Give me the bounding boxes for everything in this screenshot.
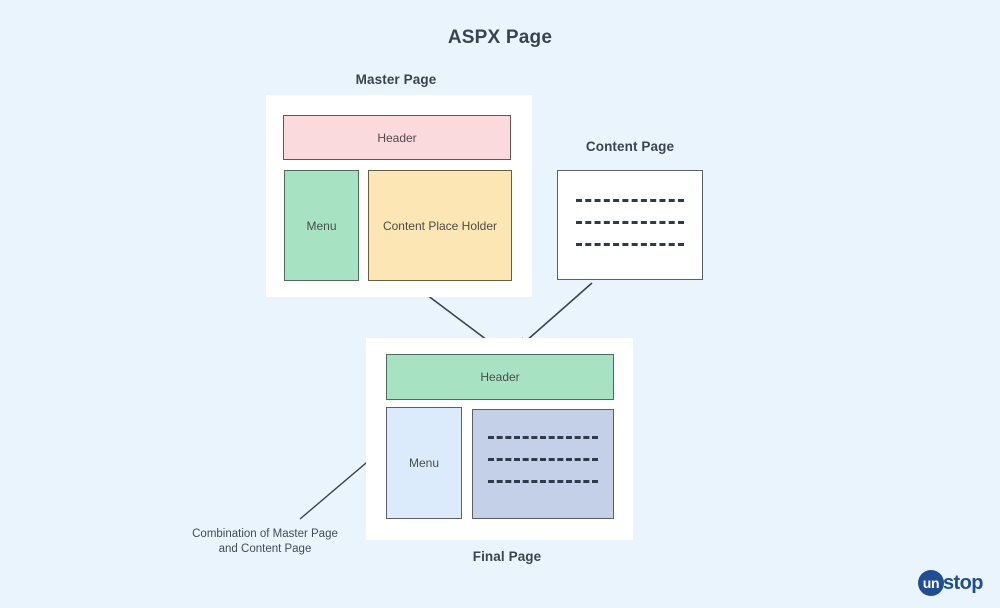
unstop-logo-mark: un [918,570,944,596]
final-page-label: Final Page [472,549,542,564]
final-page-text-line [488,436,598,439]
combination-caption: Combination of Master Page and Content P… [165,527,365,557]
content-page-label: Content Page [585,139,675,154]
master-page-header-box[interactable]: Header [283,115,511,160]
master-page-menu-box[interactable]: Menu [284,170,359,281]
final-page-text-lines [473,436,613,502]
final-page-header-label: Header [480,370,520,384]
content-page-text-lines [558,199,702,265]
content-page-text-line [576,243,684,246]
final-page-text-line [488,458,598,461]
final-page-menu-label: Menu [408,456,440,470]
final-page-header-box[interactable]: Header [386,354,614,400]
master-page-label: Master Page [355,72,437,87]
final-page-content-box[interactable] [472,409,614,519]
content-page-box[interactable] [557,170,703,280]
content-page-text-line [576,199,684,202]
content-page-text-line [576,221,684,224]
combination-caption-line-1: Combination of Master Page [192,528,338,540]
page-title: ASPX Page [447,27,553,48]
unstop-logo: un stop [918,570,983,596]
final-page-text-line [488,480,598,483]
master-page-header-label: Header [377,130,417,145]
master-page-menu-label: Menu [306,218,337,233]
master-page-content-place-holder-box[interactable]: Content Place Holder [368,170,512,281]
combination-caption-line-2: and Content Page [218,543,312,555]
unstop-logo-word: stop [943,572,983,594]
master-page-content-place-holder-label: Content Place Holder [382,218,498,233]
final-page-menu-box[interactable]: Menu [386,407,462,519]
